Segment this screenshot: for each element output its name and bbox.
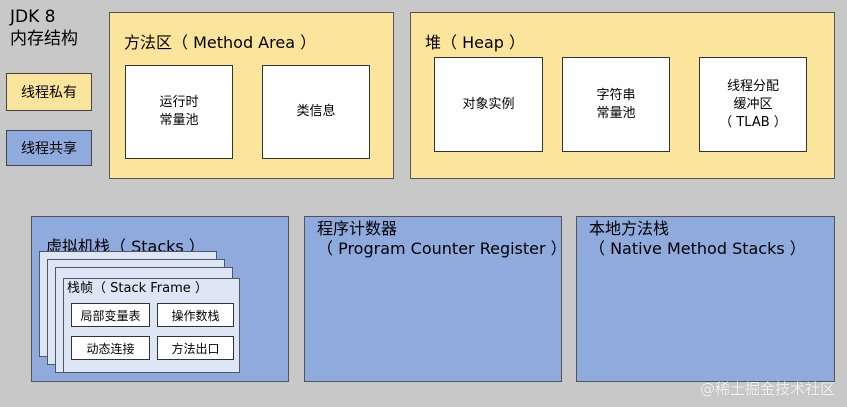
legend-thread-shared: 线程共享 — [6, 130, 92, 166]
object-instance-box: 对象实例 — [434, 57, 543, 152]
dynamic-linking: 动态连接 — [71, 336, 150, 360]
watermark: @稀土掘金技术社区 — [699, 380, 835, 398]
return-address: 方法出口 — [157, 336, 234, 360]
diagram-title: JDK 8 内存结构 — [10, 7, 78, 49]
heap-title: 堆（ Heap ） — [425, 33, 526, 52]
native-method-stacks-panel: 本地方法栈 （ Native Method Stacks ） — [576, 216, 835, 382]
native-method-stacks-title: 本地方法栈 （ Native Method Stacks ） — [589, 219, 806, 258]
runtime-constant-pool-box: 运行时 常量池 — [125, 65, 233, 159]
pc-register-title: 程序计数器 （ Program Counter Register ） — [317, 219, 567, 258]
class-info-box: 类信息 — [262, 65, 370, 159]
stack-frame-title: 栈帧（ Stack Frame ） — [67, 281, 208, 296]
legend-thread-private: 线程私有 — [6, 73, 92, 111]
string-constant-pool-box: 字符串 常量池 — [562, 57, 670, 152]
pc-register-panel: 程序计数器 （ Program Counter Register ） — [304, 216, 567, 382]
operand-stack: 操作数栈 — [157, 303, 234, 327]
method-area-title: 方法区（ Method Area ） — [124, 33, 317, 52]
tlab-box: 线程分配 缓冲区 （ TLAB ） — [699, 57, 807, 152]
local-variables-table: 局部变量表 — [71, 303, 150, 327]
